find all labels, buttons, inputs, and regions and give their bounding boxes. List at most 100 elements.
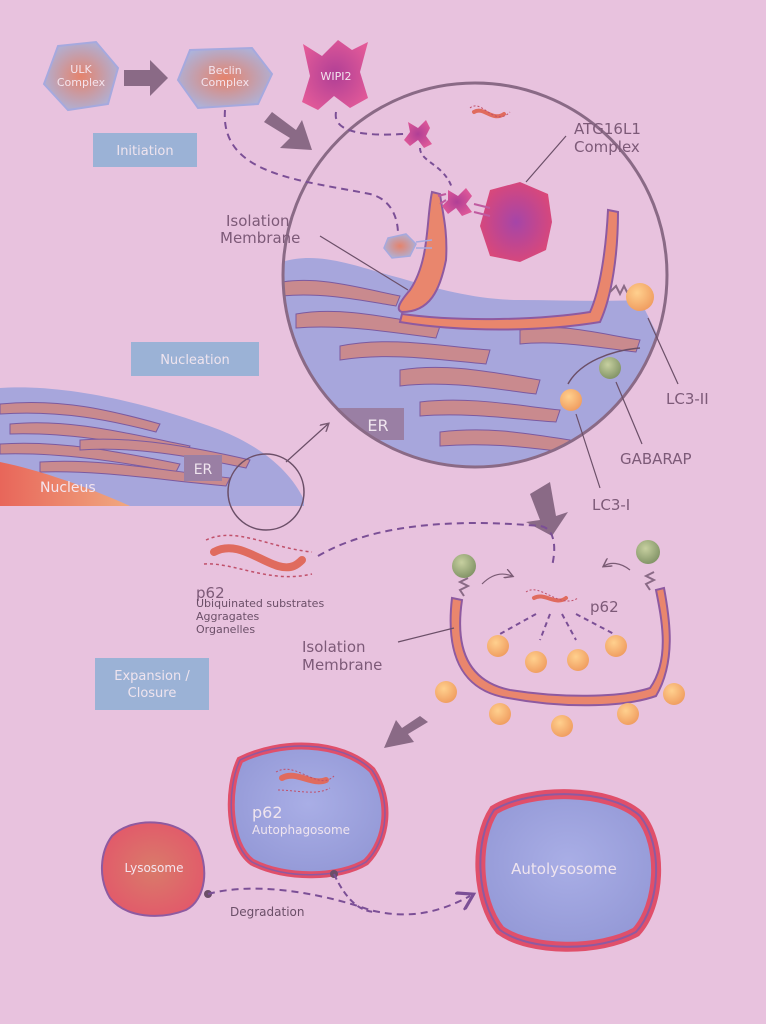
ulk-complex-shape xyxy=(42,40,120,112)
er-small-label: ER xyxy=(194,462,213,478)
isolation-membrane-arm-right xyxy=(398,208,620,331)
p62-mid-label: p62 xyxy=(590,598,619,616)
leader-isolation-mid xyxy=(397,627,455,643)
cargo-left-halo xyxy=(203,534,313,578)
er-cisterna-4 xyxy=(399,366,541,395)
beclin-complex-shape xyxy=(176,46,274,110)
expansion-label-1: Expansion / xyxy=(114,669,190,684)
er-left-5 xyxy=(79,438,251,469)
cargo-left xyxy=(210,544,306,572)
er-left-1 xyxy=(0,401,161,433)
arrow-ulk-to-beclin xyxy=(124,60,168,96)
cargo-small-zoom xyxy=(472,108,506,119)
beclin-tether xyxy=(415,239,433,249)
er-cisterna-5 xyxy=(419,399,561,423)
expansion-closure-box xyxy=(95,658,209,710)
er-cisterna-3 xyxy=(339,341,491,365)
isolation-membrane-top-label-2: Membrane xyxy=(220,229,300,247)
isolation-membrane-mid-label-1: Isolation xyxy=(302,638,366,656)
lc3-i-label: LC3-I xyxy=(592,496,630,514)
ubiquinated-label: Ubiquinated substrates xyxy=(196,597,324,610)
initiation-label: Initiation xyxy=(116,144,173,159)
expansion-label-2: Closure xyxy=(128,686,177,701)
p62-left-label: p62 xyxy=(196,584,225,602)
lc3-beads-outer xyxy=(435,681,685,737)
atg16l1-label-2: Complex xyxy=(574,138,640,156)
spring-green-right xyxy=(643,571,657,591)
cargo-mid xyxy=(532,594,568,603)
cargo-autophagosome-halo xyxy=(275,768,335,793)
lc3-bead xyxy=(551,715,573,737)
dash-cargo-to-phagophore xyxy=(317,522,556,567)
p62-auto-label: p62 xyxy=(252,803,283,822)
nucleus-label: Nucleus xyxy=(40,480,96,496)
zoom-circle-group: ER xyxy=(283,190,667,467)
autophagosome-label: Autophagosome xyxy=(252,823,350,837)
ulk-complex-label-2: Complex xyxy=(57,76,106,89)
initiation-box xyxy=(93,133,197,167)
gabarap-bead xyxy=(599,357,621,379)
leader-gabarap xyxy=(615,381,643,445)
gabarap-label: GABARAP xyxy=(620,450,692,468)
lc3-bead xyxy=(663,683,685,705)
organelles-label: Organelles xyxy=(196,623,255,636)
autolysosome-outline xyxy=(479,793,657,948)
autophagosome-outline xyxy=(230,745,386,876)
dash-p62-bead-2 xyxy=(539,613,551,641)
isolation-membrane-top-label-1: Isolation xyxy=(226,212,290,230)
dash-p62-bead-3 xyxy=(561,613,577,641)
lc3-bead xyxy=(489,703,511,725)
lc3-beads-inner xyxy=(487,635,627,673)
wipi2-label: WIPI2 xyxy=(321,70,352,83)
nucleation-box xyxy=(131,342,259,376)
lc3-bead xyxy=(605,635,627,657)
leader-lc3-ii xyxy=(647,317,679,385)
cargo-small-halo xyxy=(469,105,511,118)
wipi2-tether xyxy=(437,193,447,205)
wipi2-shape xyxy=(302,40,368,110)
leader-isolation-top xyxy=(319,235,409,291)
arrow-green-right xyxy=(604,563,631,571)
er-zoom-label: ER xyxy=(367,416,388,435)
lc3-bead xyxy=(567,649,589,671)
spring-green-left xyxy=(457,577,471,597)
wipi2-small-2 xyxy=(442,188,472,216)
er-cisterna-1 xyxy=(283,279,401,307)
aggregates-label: Aggragates xyxy=(196,610,260,623)
arrow-to-autophagosome xyxy=(384,716,428,748)
dash-wipi2-to-zoom xyxy=(334,111,405,136)
cell-section: Nucleus ER xyxy=(0,387,305,531)
dash-autophagosome-to-autolysosome xyxy=(333,873,377,913)
degradation-label: Degradation xyxy=(230,905,304,919)
nucleus-shape xyxy=(0,462,130,506)
atg16l1-shape xyxy=(480,182,552,262)
dash-p62-bead-1 xyxy=(499,613,537,635)
small-zoom-circle xyxy=(227,453,305,531)
lysosome-label: Lysosome xyxy=(125,861,184,875)
lc3-i-bead xyxy=(560,389,582,411)
arrow-green-left xyxy=(481,574,512,585)
nucleation-label: Nucleation xyxy=(160,353,230,368)
ulk-complex-label-1: ULK xyxy=(70,63,92,76)
arrow-into-zoom xyxy=(264,112,312,150)
atg16l1-link xyxy=(473,203,491,217)
autolysosome-label: Autolysosome xyxy=(511,860,617,878)
dash-p62-bead-4 xyxy=(575,613,615,635)
er-left-4 xyxy=(39,460,231,487)
lc3-bead xyxy=(435,681,457,703)
dash-beclin-to-membrane xyxy=(223,109,399,235)
leader-lc3-i xyxy=(575,413,601,489)
beclin-complex-label-2: Complex xyxy=(201,76,250,89)
lc3-bead xyxy=(617,703,639,725)
lc3-ii-label: LC3-II xyxy=(666,390,709,408)
er-small-box xyxy=(184,455,222,481)
gabarap-bead-left xyxy=(452,554,476,578)
beclin-complex-label-1: Beclin xyxy=(208,64,241,77)
lc3-ii-bead xyxy=(626,283,654,311)
gabarap-bead-right xyxy=(636,540,660,564)
isolation-membrane-zoom xyxy=(397,190,448,314)
er-cisterna-2 xyxy=(295,310,441,339)
beclin-on-membrane xyxy=(383,233,417,259)
lc3-bead xyxy=(487,635,509,657)
